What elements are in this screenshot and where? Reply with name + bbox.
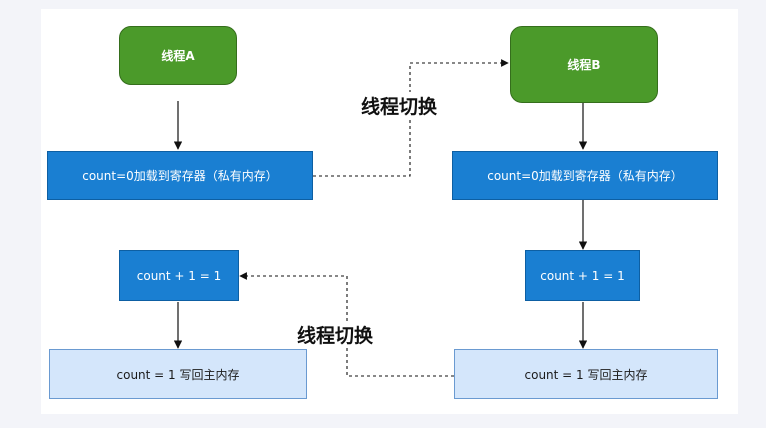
- thread-a-load-step: count=0加载到寄存器（私有内存）: [47, 151, 313, 200]
- thread-b-increment-step: count + 1 = 1: [525, 250, 640, 301]
- thread-b-write-step: count = 1 写回主内存: [454, 349, 718, 399]
- diagram-canvas: 线程A count=0加载到寄存器（私有内存） count + 1 = 1 co…: [41, 9, 738, 414]
- thread-a-header: 线程A: [119, 26, 237, 85]
- thread-a-increment-step: count + 1 = 1: [119, 250, 239, 301]
- thread-switch-label-top: 线程切换: [358, 92, 441, 119]
- thread-b-load-step: count=0加载到寄存器（私有内存）: [452, 151, 718, 200]
- thread-switch-label-bottom: 线程切换: [294, 321, 377, 348]
- switch-a-to-b-connector: [313, 59, 509, 177]
- thread-a-write-step: count = 1 写回主内存: [49, 349, 307, 399]
- thread-b-header: 线程B: [510, 26, 658, 103]
